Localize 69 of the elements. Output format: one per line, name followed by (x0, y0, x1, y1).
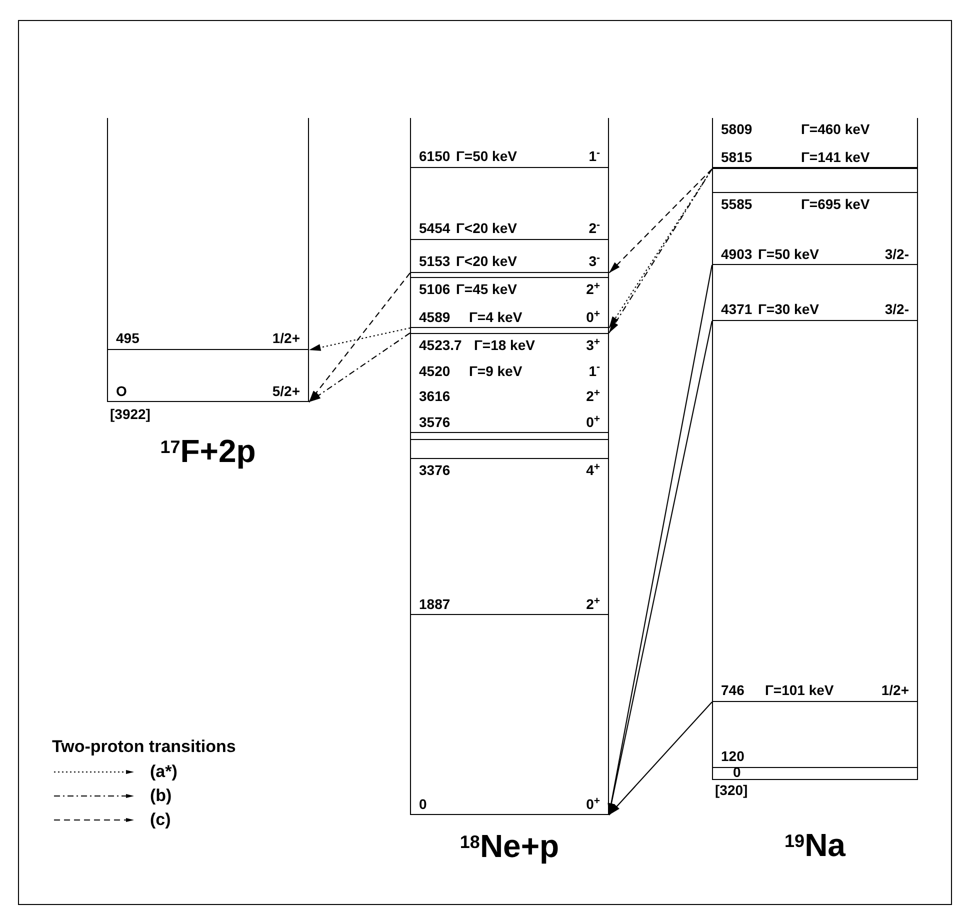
width-value: Γ=18 keV (474, 337, 535, 353)
legend-title: Two-proton transitions (52, 736, 236, 758)
nucleus-title: $^{18}$Ne+p (460, 827, 560, 865)
energy-value: 746 (721, 682, 744, 698)
spin-parity: 0$^{+}$ (586, 414, 600, 430)
spin-parity: 1/2+ (272, 330, 300, 346)
width-value: Γ=101 keV (765, 682, 834, 698)
spin-parity: 2$^{+}$ (586, 388, 600, 404)
spin-parity: 3$^{-}$ (588, 253, 600, 269)
spin-parity: 2$^{+}$ (586, 281, 600, 297)
spin-parity: 1$^{-}$ (588, 362, 600, 379)
spin-parity: 3$^{+}$ (586, 337, 600, 353)
width-value: Γ<20 keV (456, 253, 517, 269)
transition-arrow (308, 272, 410, 402)
energy-value: 1887 (419, 596, 450, 612)
transition-arrow (308, 332, 410, 402)
transition-arrow (608, 168, 712, 274)
width-value: Γ=45 keV (456, 281, 517, 297)
energy-value: 3616 (419, 388, 450, 404)
energy-value: 4523.7 (419, 337, 462, 353)
width-value: Γ=141 keV (801, 149, 870, 165)
energy-value: 5454 (419, 220, 450, 236)
energy-value: 120 (721, 748, 744, 764)
energy-value: 4903 (721, 246, 752, 262)
spin-parity: 5/2+ (272, 383, 300, 399)
spin-parity: 2$^{-}$ (588, 220, 600, 236)
spin-parity: 1/2+ (881, 682, 909, 698)
legend-text: (b) (150, 786, 172, 806)
threshold-value: [320] (715, 782, 748, 798)
energy-value: 4589 (419, 309, 450, 325)
width-value: Γ=4 keV (469, 309, 522, 325)
energy-value: O (116, 383, 127, 399)
energy-value: 5815 (721, 149, 752, 165)
energy-value: 0 (733, 764, 741, 780)
energy-value: 3376 (419, 462, 450, 478)
spin-parity: 1$^{-}$ (588, 148, 600, 164)
spin-parity: 3/2- (884, 301, 909, 317)
width-value: Γ=50 keV (758, 246, 819, 262)
nucleus-title: $^{19}$Na (784, 826, 846, 864)
energy-value: 5585 (721, 196, 752, 212)
legend-text: (c) (150, 810, 171, 830)
level-gap (411, 439, 608, 459)
energy-level (411, 333, 608, 433)
energy-value: 5153 (419, 253, 450, 269)
width-value: Γ=50 keV (456, 148, 517, 164)
transition-arrow (608, 702, 712, 816)
width-value: Γ=695 keV (801, 196, 870, 212)
threshold-value: [3922] (110, 406, 150, 422)
energy-value: 5809 (721, 121, 752, 137)
energy-value: 4520 (419, 362, 450, 379)
energy-value: 0 (419, 796, 427, 812)
energy-value: 3576 (419, 414, 450, 430)
width-value: Γ=30 keV (758, 301, 819, 317)
spin-parity: 0$^{+}$ (586, 309, 600, 325)
energy-level (411, 277, 608, 328)
spin-parity: 3/2- (884, 246, 909, 262)
spin-parity: 0$^{+}$ (586, 796, 600, 812)
width-value: Γ<20 keV (456, 220, 517, 236)
spin-parity: 4$^{+}$ (586, 462, 600, 478)
legend-text: (a*) (150, 762, 178, 782)
width-value: Γ=460 keV (801, 121, 870, 137)
energy-value: 495 (116, 330, 140, 346)
transition-arrow (308, 327, 410, 351)
energy-value: 4371 (721, 301, 752, 317)
energy-value: 6150 (419, 148, 450, 164)
width-value: Γ=9 keV (469, 362, 522, 379)
energy-value: 5106 (419, 281, 450, 297)
spin-parity: 2$^{+}$ (586, 596, 600, 612)
nucleus-title: $^{17}$F+2p (160, 432, 256, 470)
